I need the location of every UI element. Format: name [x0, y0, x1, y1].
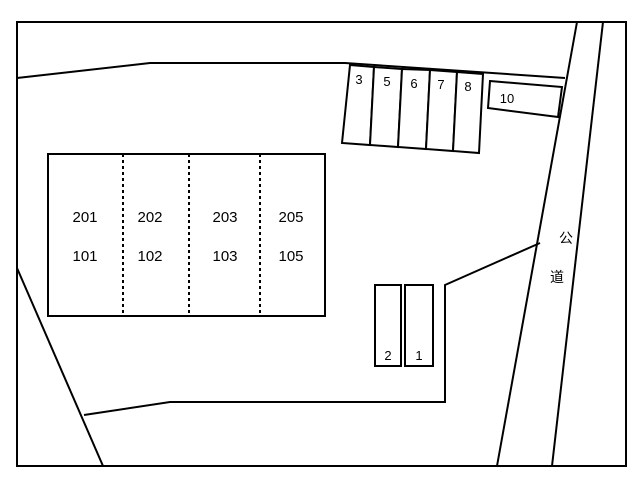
road-label-michi: 道 — [550, 270, 564, 286]
unit-label-lower: 101 — [72, 248, 97, 265]
unit-label-upper: 203 — [212, 209, 237, 226]
parking-space-label: 10 — [500, 91, 514, 106]
unit-label-lower: 102 — [137, 248, 162, 265]
building-outline — [47, 153, 326, 317]
parking-space — [374, 284, 402, 367]
apartment-building: 201 101 202 102 203 103 205 105 — [47, 153, 326, 317]
parking-top: 3 5 6 7 8 — [340, 63, 485, 155]
unit-label-upper: 202 — [137, 209, 162, 226]
parking-space — [404, 284, 434, 367]
parking-space-label: 2 — [384, 348, 391, 363]
parking-space — [451, 70, 485, 155]
road-edge-right — [551, 21, 604, 467]
map-frame — [16, 21, 627, 467]
unit-label-upper: 205 — [278, 209, 303, 226]
public-road: 公 道 — [496, 21, 604, 467]
lot-boundary-bottom — [83, 242, 541, 416]
lot-boundary-left — [16, 267, 104, 467]
parking-space-label: 3 — [355, 72, 362, 87]
unit-label-upper: 201 — [72, 209, 97, 226]
parking-space-label: 6 — [410, 76, 417, 91]
road-label-kou: 公 — [559, 231, 573, 247]
lot-boundary-top — [16, 62, 566, 79]
road-edge-left — [496, 21, 578, 467]
parking-space-label: 8 — [464, 79, 471, 94]
parking-space-label: 1 — [415, 348, 422, 363]
parking-extra: 10 — [486, 79, 564, 119]
parking-space-label: 5 — [383, 74, 390, 89]
parking-bottom: 2 1 — [374, 284, 434, 367]
parking-space — [486, 79, 564, 119]
parking-space-label: 7 — [437, 77, 444, 92]
unit-label-lower: 103 — [212, 248, 237, 265]
unit-label-lower: 105 — [278, 248, 303, 265]
